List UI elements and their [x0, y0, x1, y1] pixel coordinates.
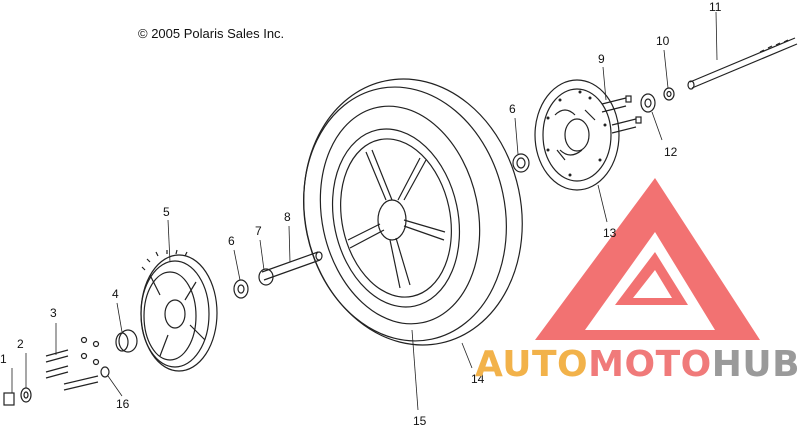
tire — [303, 78, 523, 346]
bearing-6-right — [512, 153, 530, 173]
callout-3: 3 — [50, 306, 57, 320]
disc-bolts — [601, 95, 642, 134]
callout-15: 15 — [413, 414, 427, 428]
brake-disc — [534, 79, 620, 191]
callout-4: 4 — [112, 287, 119, 301]
axle-shaft — [687, 37, 798, 90]
callout-5: 5 — [163, 205, 170, 219]
washer-16 — [100, 366, 110, 378]
wheel-rim — [331, 128, 461, 308]
callout-2: 2 — [17, 337, 24, 351]
callout-16: 16 — [116, 397, 130, 411]
callout-11: 11 — [709, 0, 722, 14]
sprocket — [140, 249, 218, 372]
callout-1: 1 — [0, 352, 7, 366]
callout-8: 8 — [284, 210, 291, 224]
watermark-hub: HUB — [711, 344, 800, 385]
copyright-text: © 2005 Polaris Sales Inc. — [138, 26, 285, 41]
callout-12: 12 — [664, 145, 678, 159]
callout-6-right: 6 — [509, 102, 516, 116]
callout-14: 14 — [471, 372, 485, 386]
washer-2 — [20, 387, 32, 403]
hub-4 — [115, 329, 138, 353]
callout-9: 9 — [598, 52, 605, 66]
leader-lines — [11, 11, 718, 411]
watermark-logo — [535, 178, 760, 340]
nut-1 — [3, 392, 15, 406]
watermark-moto: MOTO — [588, 344, 712, 385]
studs-3 — [45, 336, 100, 391]
washer-10 — [663, 87, 675, 101]
callout-13: 13 — [603, 226, 617, 240]
callout-7: 7 — [255, 224, 262, 238]
watermark-text: AUTOMOTOHUB — [475, 345, 800, 385]
callout-10: 10 — [656, 34, 670, 48]
callout-6-left: 6 — [228, 234, 235, 248]
watermark-auto: AUTO — [475, 344, 589, 385]
bearing-6-left — [233, 279, 249, 299]
bearing-12 — [640, 93, 656, 113]
spacer-7 — [258, 268, 274, 286]
